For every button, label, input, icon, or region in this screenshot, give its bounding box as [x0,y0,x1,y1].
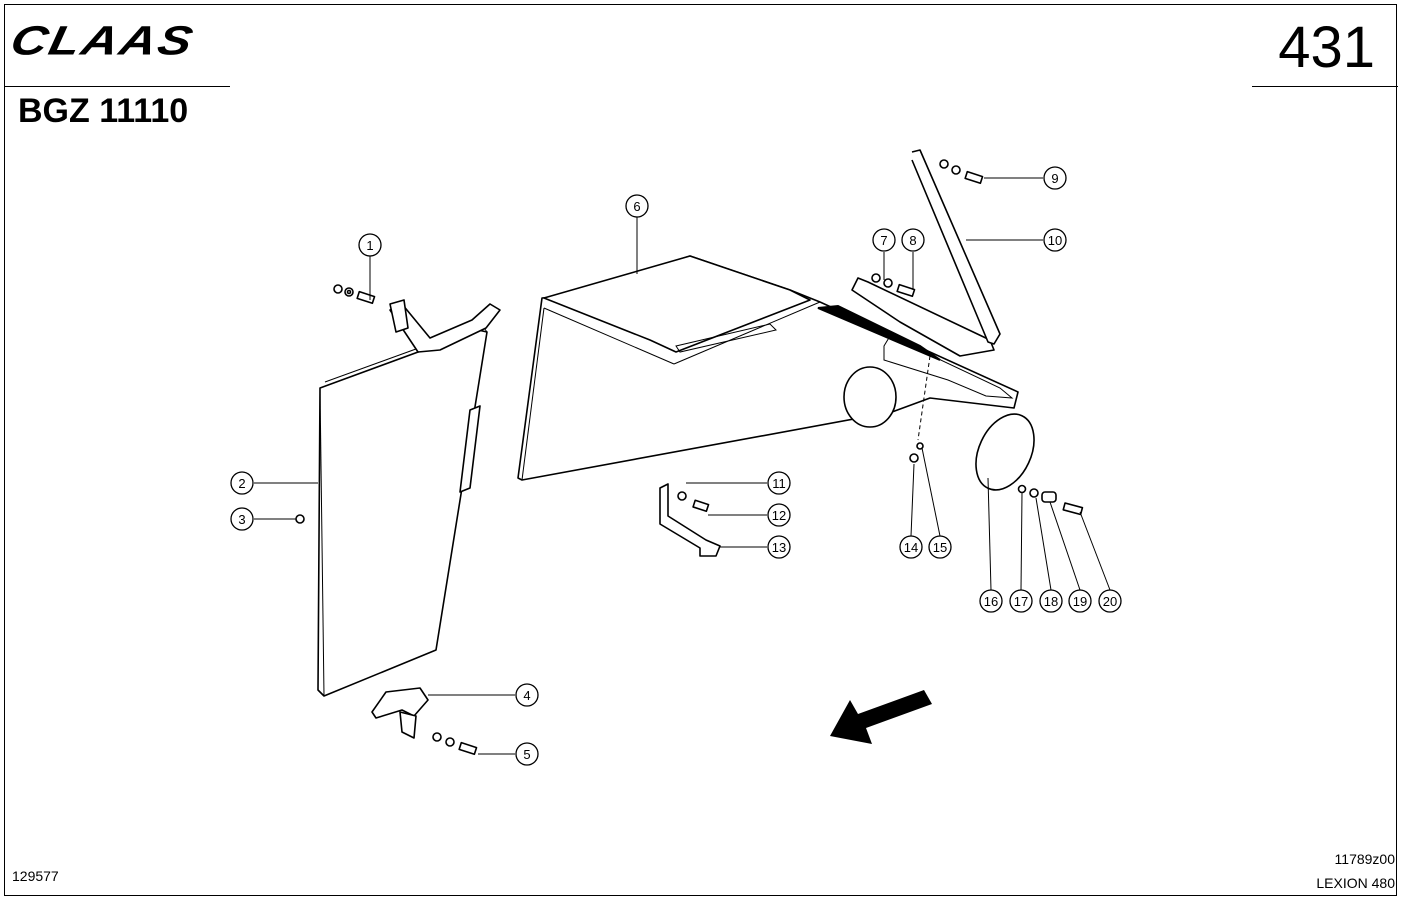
lower-bracket-part [371,687,478,756]
callout-11: 11 [767,471,791,495]
svg-text:13: 13 [772,540,786,555]
footer-left-code: 129577 [12,868,59,884]
callout-16: 16 [979,589,1003,613]
callout-4: 4 [515,683,539,707]
callout-19: 19 [1068,589,1092,613]
svg-text:11: 11 [772,476,786,491]
svg-text:2: 2 [238,476,245,491]
svg-text:12: 12 [772,508,786,523]
callout-1: 1 [358,233,382,257]
svg-text:8: 8 [909,233,916,248]
svg-text:4: 4 [523,688,530,703]
svg-text:1: 1 [366,238,373,253]
lower-support-bracket [659,483,721,557]
svg-text:10: 10 [1048,233,1062,248]
main-cover-part [517,255,1019,481]
svg-text:7: 7 [880,233,887,248]
svg-text:18: 18 [1044,594,1058,609]
svg-text:16: 16 [984,594,998,609]
callout-5: 5 [515,742,539,766]
cover-disc-part [909,413,1084,516]
footer-model: LEXION 480 [1316,875,1395,891]
callout-9: 9 [1043,166,1067,190]
svg-text:19: 19 [1073,594,1087,609]
header-rule-right [1252,86,1398,87]
svg-text:20: 20 [1103,594,1117,609]
callout-20: 20 [1098,589,1122,613]
svg-text:15: 15 [933,540,947,555]
bolt-assembly-1 [295,284,376,524]
page-number: 431 [1278,15,1375,80]
callout-18: 18 [1039,589,1063,613]
svg-text:6: 6 [633,199,640,214]
svg-text:3: 3 [238,512,245,527]
drawing-frame [4,4,1397,896]
svg-text:17: 17 [1014,594,1028,609]
callout-leaders [254,177,1111,755]
header-rule-left [4,86,230,87]
group-code: BGZ 11110 [18,92,189,130]
callout-2: 2 [230,471,254,495]
direction-arrow [830,690,932,744]
side-panel-part [317,299,501,697]
callout-10: 10 [1043,228,1067,252]
svg-text:5: 5 [523,747,530,762]
callout-8: 8 [901,228,925,252]
callout-15: 15 [928,535,952,559]
footer-drawing-code: 11789z00 [1334,851,1395,867]
callout-6: 6 [625,194,649,218]
callout-12: 12 [767,503,791,527]
callout-3: 3 [230,507,254,531]
callout-7: 7 [872,228,896,252]
callout-14: 14 [899,535,923,559]
svg-text:14: 14 [904,540,918,555]
svg-text:9: 9 [1051,171,1058,186]
callout-13: 13 [767,535,791,559]
support-strut-part [871,149,1001,345]
callout-17: 17 [1009,589,1033,613]
